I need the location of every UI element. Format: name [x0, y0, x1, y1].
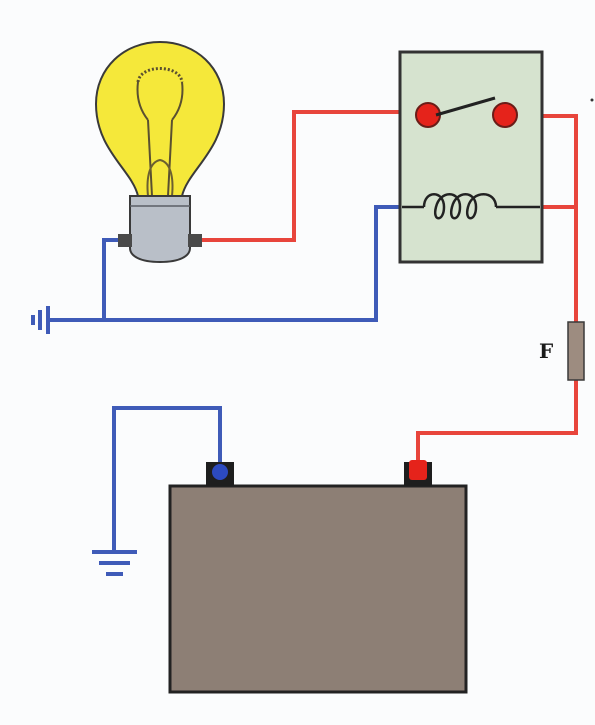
wire-bulb-to-relay-contact	[200, 110, 426, 242]
stray-dot	[590, 98, 594, 102]
bulb-glass	[94, 40, 226, 197]
bulb-filament	[136, 67, 184, 83]
light-bulb	[94, 40, 226, 264]
wire-fuse-to-battery-positive	[416, 380, 578, 462]
negative-wires	[48, 205, 420, 551]
ground-symbol-left	[31, 306, 50, 334]
fuse-label: F	[539, 339, 553, 363]
bulb-inner-stem	[146, 158, 174, 197]
wire-ground-to-bulb	[102, 238, 122, 320]
battery-positive-terminal	[409, 460, 427, 480]
fuse-body	[567, 321, 585, 381]
wire-battery-negative-to-ground	[112, 406, 222, 551]
relay-switch-arm	[435, 96, 496, 117]
bulb-base	[129, 195, 191, 264]
relay-contact-right	[492, 102, 518, 128]
bulb-contact-right	[188, 234, 202, 247]
relay-housing	[398, 50, 544, 264]
wire-ground-to-relay-coil	[48, 205, 420, 322]
relay-coil	[422, 193, 498, 220]
battery-body	[168, 484, 468, 694]
bulb-filament-stems	[136, 81, 184, 197]
battery	[168, 460, 468, 694]
relay-switch	[398, 50, 544, 264]
battery-negative-terminal	[212, 464, 228, 480]
ground-symbol-lower	[92, 550, 137, 576]
fuse: F	[539, 321, 585, 381]
bulb-contact-left	[118, 234, 132, 247]
